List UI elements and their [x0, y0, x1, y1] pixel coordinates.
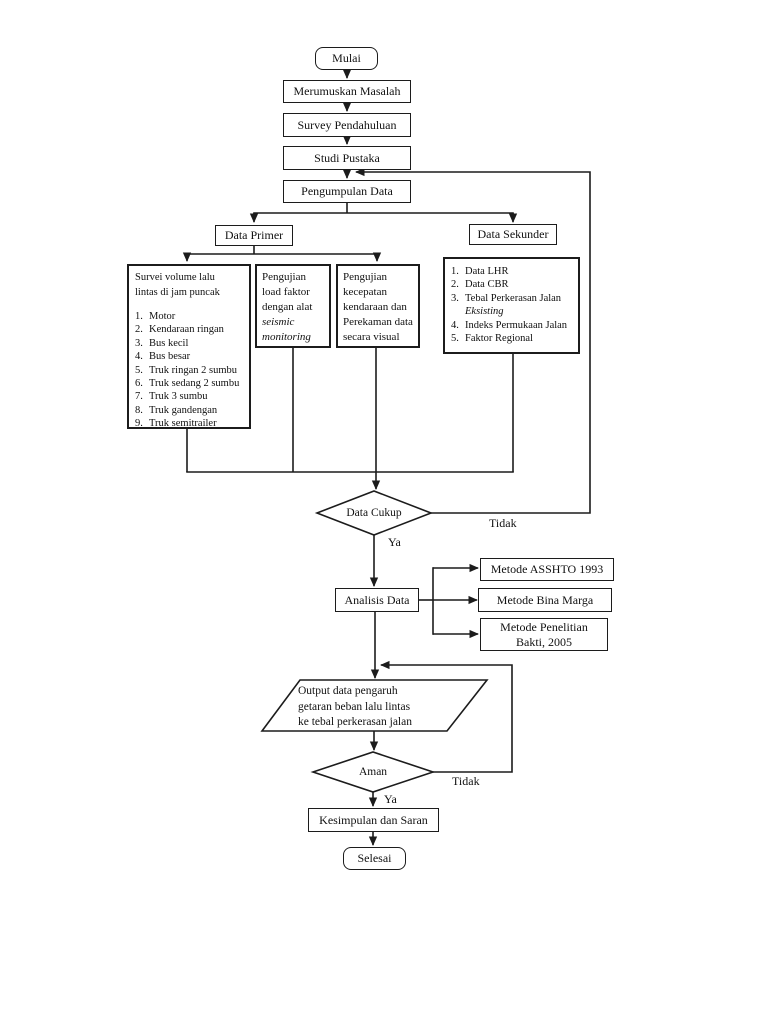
metode-penelitian-label: Metode Penelitian Bakti, 2005: [500, 620, 588, 649]
survei-box-title: Survei volume lalu lintas di jam puncak: [135, 272, 220, 298]
decision-data-cukup: Data Cukup: [317, 491, 431, 535]
node-data-primer-label: Data Primer: [224, 228, 284, 242]
output-parallelogram-text: Output data pengaruh getaran beban lalu …: [298, 685, 412, 728]
output-parallelogram-shape: [260, 679, 489, 732]
kesimpulan-label: Kesimpulan dan Saran: [319, 812, 428, 827]
node-data-sekunder-label: Data Sekunder: [477, 227, 549, 241]
node-pengumpulan-label: Pengumpulan Data: [301, 184, 393, 198]
list-item: 4.Indeks Permukaan Jalan: [451, 319, 568, 331]
node-survey-pendahuluan: Survey Pendahuluan: [283, 113, 411, 137]
loop-tidak-data-cukup: [355, 167, 591, 514]
list-item: 5.Faktor Regional: [451, 333, 533, 345]
node-analisis-data: Analisis Data: [335, 588, 419, 612]
decision-data-cukup-shape: [314, 490, 434, 536]
node-analisis-label: Analisis Data: [344, 592, 410, 607]
decision-aman: Aman: [313, 752, 433, 792]
node-metode-penelitian: Metode Penelitian Bakti, 2005: [480, 618, 608, 651]
list-item: 2.Data CBR: [451, 279, 509, 291]
loop-tidak-aman: [380, 660, 513, 773]
node-pengumpulan-data: Pengumpulan Data: [283, 180, 411, 203]
load-faktor-text: Pengujian load faktor dengan alat: [262, 271, 313, 313]
node-start: Mulai: [315, 47, 378, 70]
node-kecepatan-box: Pengujian kecepatan kendaraan dan Pereka…: [336, 264, 420, 348]
node-end-label: Selesai: [357, 851, 392, 865]
node-sekunder-list-box: 1.Data LHR 2.Data CBR 3.Tebal Perkerasan…: [443, 257, 580, 354]
node-merumuskan-label: Merumuskan Masalah: [293, 84, 401, 98]
node-metode-asshto: Metode ASSHTO 1993: [480, 558, 614, 581]
node-load-faktor-box: Pengujian load faktor dengan alat seismi…: [255, 264, 331, 348]
node-end: Selesai: [343, 847, 406, 870]
metode-asshto-label: Metode ASSHTO 1993: [490, 562, 604, 576]
node-start-label: Mulai: [332, 51, 361, 65]
list-item: 1.Data LHR: [451, 266, 509, 277]
node-studi-pustaka: Studi Pustaka: [283, 146, 411, 170]
node-metode-bina-marga: Metode Bina Marga: [478, 588, 612, 612]
load-faktor-italic-text: seismic monitoring: [262, 316, 311, 343]
decision-data-cukup-label: Data Cukup: [346, 507, 402, 519]
list-item: 9.Truk semitrailer: [135, 418, 217, 430]
list-item: 5.Truk ringan 2 sumbu: [135, 364, 237, 376]
kecepatan-text: Pengujian kecepatan kendaraan dan Pereka…: [343, 271, 413, 343]
node-merumuskan-masalah: Merumuskan Masalah: [283, 80, 411, 103]
eksisting-italic: Eksisting: [465, 306, 504, 318]
list-item: 3.Bus kecil: [135, 337, 189, 349]
node-data-sekunder: Data Sekunder: [469, 224, 557, 245]
list-item: 2.Kendaraan ringan: [135, 324, 224, 336]
node-survei-volume-box: Survei volume lalu lintas di jam puncak …: [127, 264, 251, 429]
edge-label-ya-data-cukup: Ya: [388, 535, 401, 549]
edge-label-ya-aman: Ya: [384, 792, 397, 806]
node-data-primer: Data Primer: [215, 225, 293, 246]
decision-aman-label: Aman: [358, 766, 388, 778]
metode-bina-marga-label: Metode Bina Marga: [496, 592, 594, 607]
decision-aman-shape: [310, 751, 436, 793]
list-item: 8.Truk gandengan: [135, 404, 218, 416]
node-studi-label: Studi Pustaka: [314, 150, 380, 165]
list-item: 7.Truk 3 sumbu: [135, 391, 208, 403]
node-kesimpulan-saran: Kesimpulan dan Saran: [308, 808, 439, 832]
edge-label-tidak-aman: Tidak: [452, 774, 480, 788]
edge-label-tidak-data-cukup: Tidak: [489, 516, 517, 530]
list-item: 4.Bus besar: [135, 351, 191, 363]
node-survey-label: Survey Pendahuluan: [297, 117, 397, 132]
list-item: 6.Truk sedang 2 sumbu: [135, 378, 240, 390]
list-item: 1.Motor: [135, 311, 176, 322]
